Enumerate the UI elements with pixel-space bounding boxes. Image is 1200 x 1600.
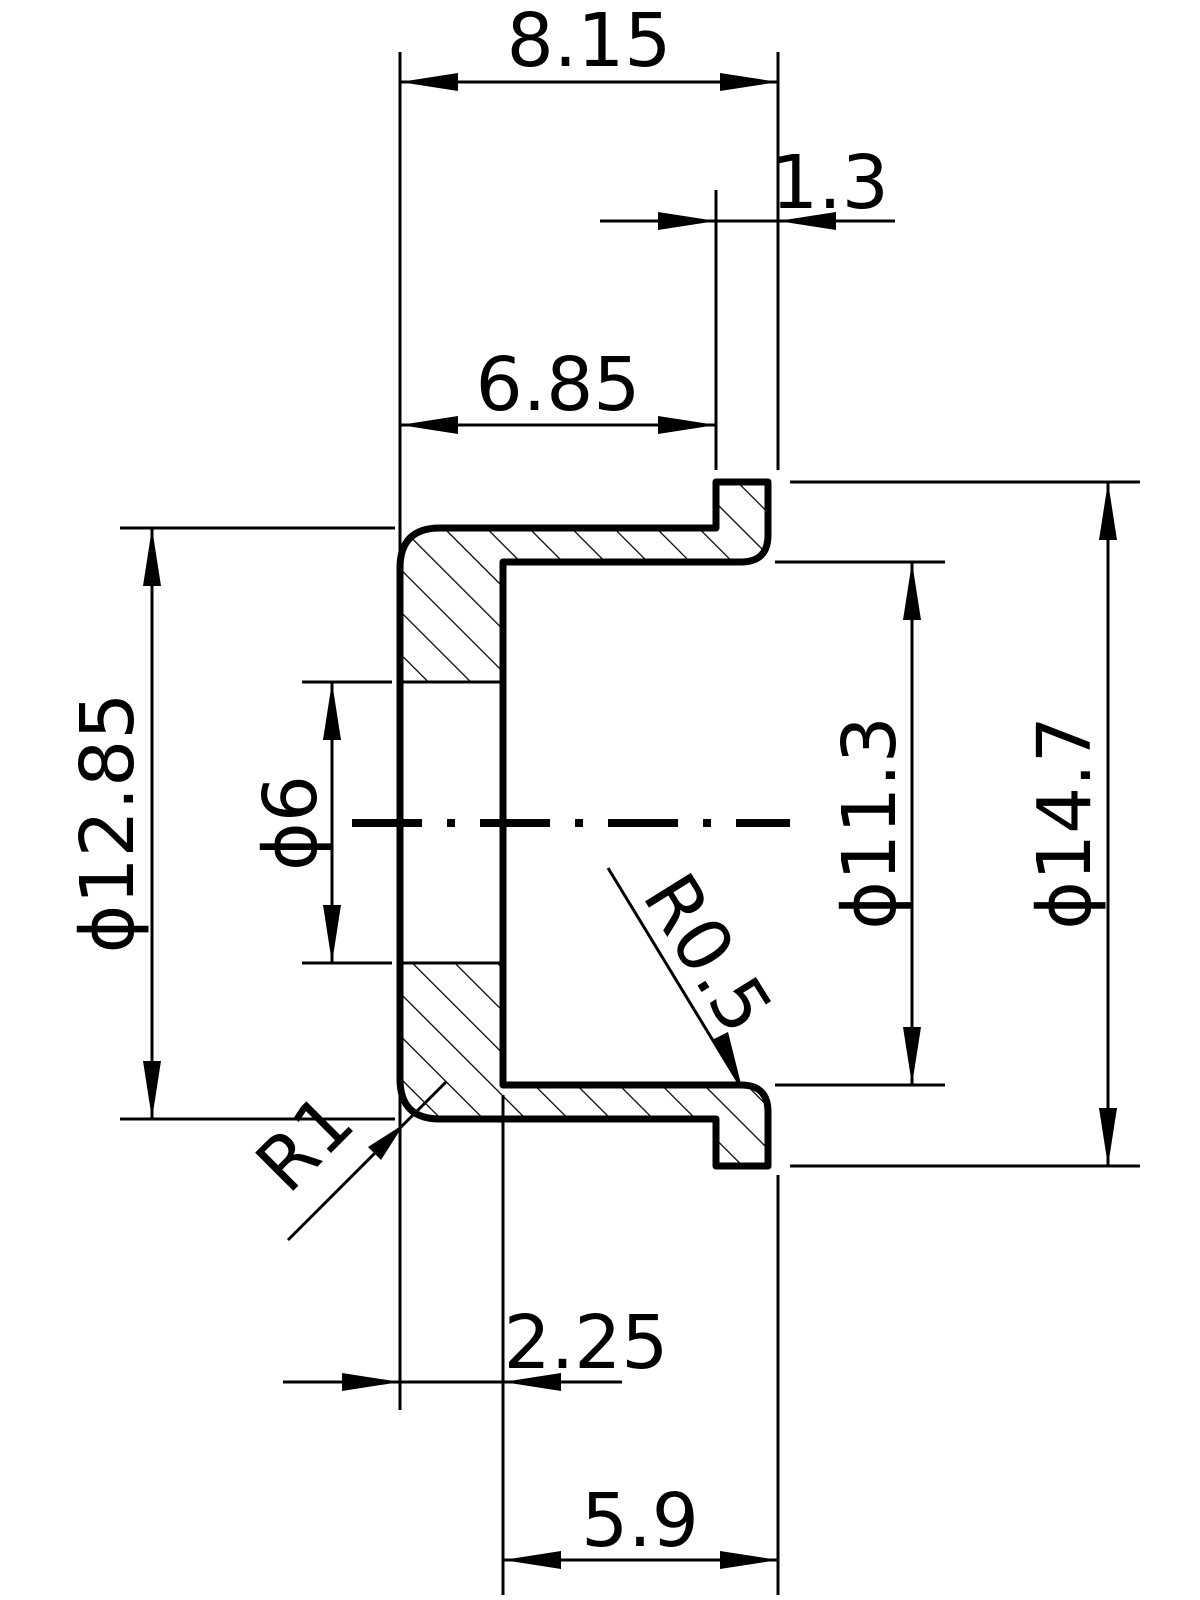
dim-body-diameter-label: ϕ12.85 (65, 693, 151, 954)
dim-flange-thickness: 1.3 (600, 140, 895, 230)
dim-wall-thickness-label: 2.25 (504, 1300, 669, 1386)
dim-flange-diameter-label: ϕ14.7 (1022, 716, 1108, 930)
dim-inner-radius-label: R0.5 (626, 859, 789, 1048)
dim-outer-radius-label: R1 (240, 1078, 370, 1208)
dim-inner-radius: R0.5 (606, 859, 789, 1088)
outline-bottom (396, 963, 772, 1170)
dim-overall-length: 8.15 (400, 0, 778, 91)
dim-overall-length-label: 8.15 (507, 0, 672, 84)
outline-top (396, 478, 772, 682)
part-section (352, 478, 790, 1170)
extension-lines (120, 52, 1140, 1595)
dim-body-diameter: ϕ12.85 (65, 528, 161, 1119)
dim-flange-diameter: ϕ14.7 (1022, 482, 1117, 1166)
dim-hole-diameter: ϕ6 (248, 682, 341, 963)
dim-bore-depth: 5.9 (503, 1478, 778, 1569)
dim-wall-thickness: 2.25 (283, 1300, 668, 1391)
dim-bore-diameter: ϕ11.3 (827, 562, 921, 1085)
dim-flange-offset: 6.85 (400, 342, 716, 434)
dim-flange-offset-label: 6.85 (476, 342, 641, 428)
hatch-region-bottom (400, 963, 768, 1166)
dim-bore-diameter-label: ϕ11.3 (827, 716, 913, 930)
dim-flange-thickness-label: 1.3 (771, 140, 889, 226)
dim-hole-diameter-label: ϕ6 (248, 775, 334, 871)
dim-bore-depth-label: 5.9 (581, 1478, 699, 1564)
hatch-region-top (400, 482, 768, 682)
